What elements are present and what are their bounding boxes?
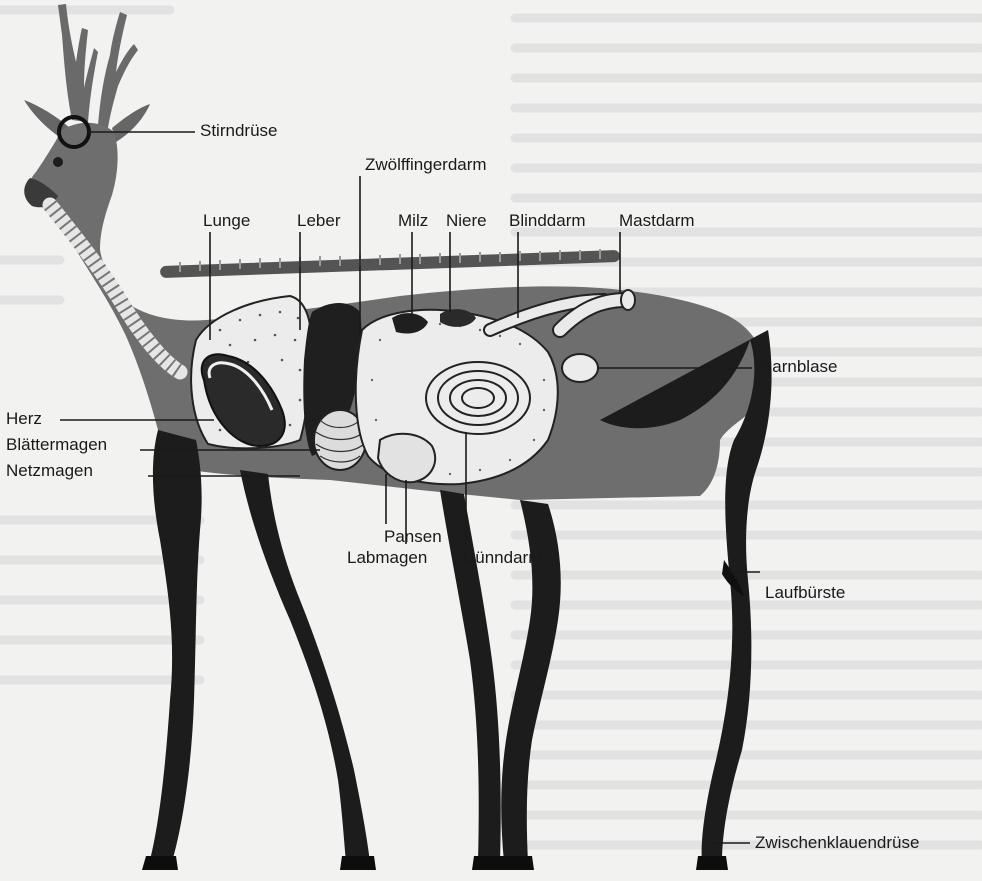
harnblase-organ — [562, 354, 598, 382]
label-laufbuerste: Laufbürste — [765, 584, 845, 601]
spine — [160, 250, 620, 278]
label-herz: Herz — [6, 410, 42, 427]
label-zwoelffingerdarm: Zwölffingerdarm — [365, 156, 487, 173]
label-stirndruese: Stirndrüse — [200, 122, 277, 139]
label-lunge: Lunge — [203, 212, 250, 229]
label-blinddarm: Blinddarm — [509, 212, 586, 229]
label-zwischenklauendruese: Zwischenklauendrüse — [755, 834, 919, 851]
label-milz: Milz — [398, 212, 428, 229]
label-blaettermagen: Blättermagen — [6, 436, 107, 453]
label-duenndarm: Dünndarm — [463, 549, 542, 566]
mastdarm-end — [621, 290, 635, 310]
antlers — [58, 4, 138, 128]
label-mastdarm: Mastdarm — [619, 212, 695, 229]
label-pansen: Pansen — [384, 528, 442, 545]
hooves — [142, 856, 728, 870]
label-labmagen: Labmagen — [347, 549, 427, 566]
label-netzmagen: Netzmagen — [6, 462, 93, 479]
front-legs — [150, 430, 370, 862]
label-leber: Leber — [297, 212, 340, 229]
eye — [53, 157, 63, 167]
label-harnblase: Harnblase — [760, 358, 838, 375]
label-niere: Niere — [446, 212, 487, 229]
